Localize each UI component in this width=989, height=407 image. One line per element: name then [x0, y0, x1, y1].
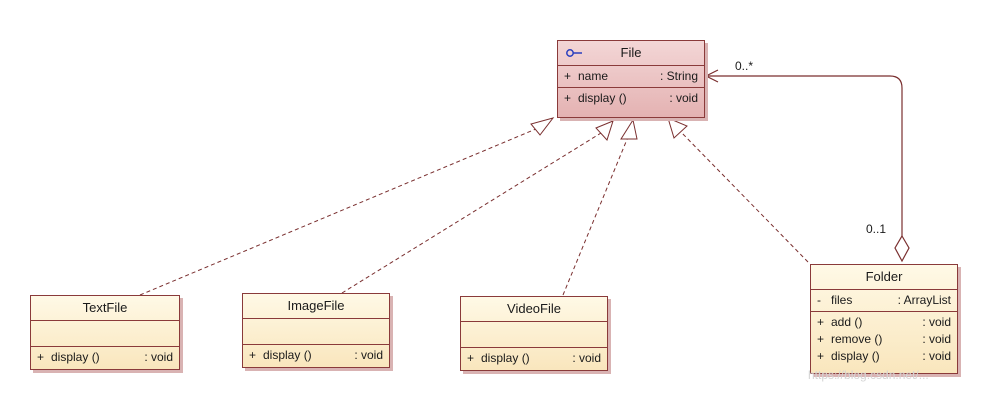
operation-name: add (): [831, 315, 863, 329]
attribute-name: name: [578, 69, 609, 83]
operation-type: : void: [922, 315, 951, 329]
class-folder-name: Folder: [865, 269, 903, 284]
visibility-marker: +: [467, 351, 475, 365]
class-file-name: File: [620, 45, 642, 60]
class-file-operations: + display () : void: [558, 88, 704, 109]
class-imagefile-operations: + display () : void: [243, 345, 389, 366]
operation-name: display (): [481, 351, 530, 365]
multiplicity-folder-end: 0..1: [866, 222, 887, 236]
operation-name: display (): [578, 91, 627, 105]
interface-lollipop-icon: [566, 49, 582, 57]
operation-row: + remove () : void: [817, 331, 951, 348]
visibility-marker: +: [564, 69, 572, 83]
class-textfile-operations: + display () : void: [31, 347, 179, 368]
class-folder-operations: + add () : void + remove () : void + dis…: [811, 312, 957, 367]
multiplicity-file-end: 0..*: [735, 59, 754, 73]
visibility-marker: +: [817, 349, 825, 363]
realization-arrowhead-textfile: [530, 117, 555, 136]
operation-type: : void: [144, 350, 173, 364]
operation-name: remove (): [831, 332, 883, 346]
operation-type: : void: [572, 351, 601, 365]
aggregation-line: [706, 75, 903, 236]
operation-row: + display () : void: [817, 348, 951, 365]
visibility-marker: +: [37, 350, 45, 364]
attribute-name: files: [831, 293, 853, 307]
operation-row: + display () : void: [249, 347, 383, 364]
visibility-marker: -: [817, 293, 821, 307]
operation-row: + display () : void: [564, 90, 698, 107]
attribute-row: - files : ArrayList: [817, 292, 951, 309]
operation-row: + display () : void: [467, 350, 601, 367]
operation-name: display (): [51, 350, 100, 364]
class-videofile-name: VideoFile: [507, 301, 561, 316]
attribute-type: : String: [659, 69, 698, 83]
class-imagefile-name: ImageFile: [287, 298, 345, 313]
realization-videofile: [562, 136, 629, 296]
realization-imagefile: [341, 132, 602, 294]
visibility-marker: +: [564, 91, 572, 105]
visibility-marker: +: [817, 332, 825, 346]
attribute-type: : ArrayList: [897, 293, 951, 307]
operation-type: : void: [922, 349, 951, 363]
class-folder-header: Folder: [811, 265, 957, 290]
class-videofile-attributes: [461, 322, 607, 348]
aggregation-arrowhead: [704, 69, 719, 83]
class-videofile[interactable]: VideoFile + display () : void: [460, 296, 608, 371]
operation-row: + display () : void: [37, 349, 173, 366]
operation-name: display (): [831, 349, 880, 363]
class-imagefile-attributes: [243, 319, 389, 345]
visibility-marker: +: [249, 348, 257, 362]
class-file-attributes: + name : String: [558, 66, 704, 88]
class-imagefile-header: ImageFile: [243, 294, 389, 319]
operation-type: : void: [354, 348, 383, 362]
class-textfile[interactable]: TextFile + display () : void: [30, 295, 180, 370]
operation-type: : void: [669, 91, 698, 105]
attribute-row: + name : String: [564, 68, 698, 85]
class-textfile-attributes: [31, 321, 179, 347]
realization-arrowhead-folder: [667, 117, 688, 139]
realization-folder: [679, 130, 809, 263]
operation-name: display (): [263, 348, 312, 362]
watermark: https://blog.csdn.net/...: [808, 368, 929, 382]
class-textfile-name: TextFile: [82, 300, 128, 315]
visibility-marker: +: [817, 315, 825, 329]
class-videofile-header: VideoFile: [461, 297, 607, 322]
realization-textfile: [139, 125, 544, 296]
realization-arrowhead-videofile: [620, 118, 638, 140]
operation-type: : void: [922, 332, 951, 346]
class-imagefile[interactable]: ImageFile + display () : void: [242, 293, 390, 368]
operation-row: + add () : void: [817, 314, 951, 331]
class-file-header: File: [558, 41, 704, 66]
class-file[interactable]: File + name : String + display () : void: [557, 40, 705, 118]
realization-arrowhead-imagefile: [595, 120, 614, 141]
class-folder[interactable]: Folder - files : ArrayList + add () : vo…: [810, 264, 958, 374]
class-folder-attributes: - files : ArrayList: [811, 290, 957, 312]
aggregation-diamond: [894, 234, 910, 263]
class-textfile-header: TextFile: [31, 296, 179, 321]
class-videofile-operations: + display () : void: [461, 348, 607, 369]
